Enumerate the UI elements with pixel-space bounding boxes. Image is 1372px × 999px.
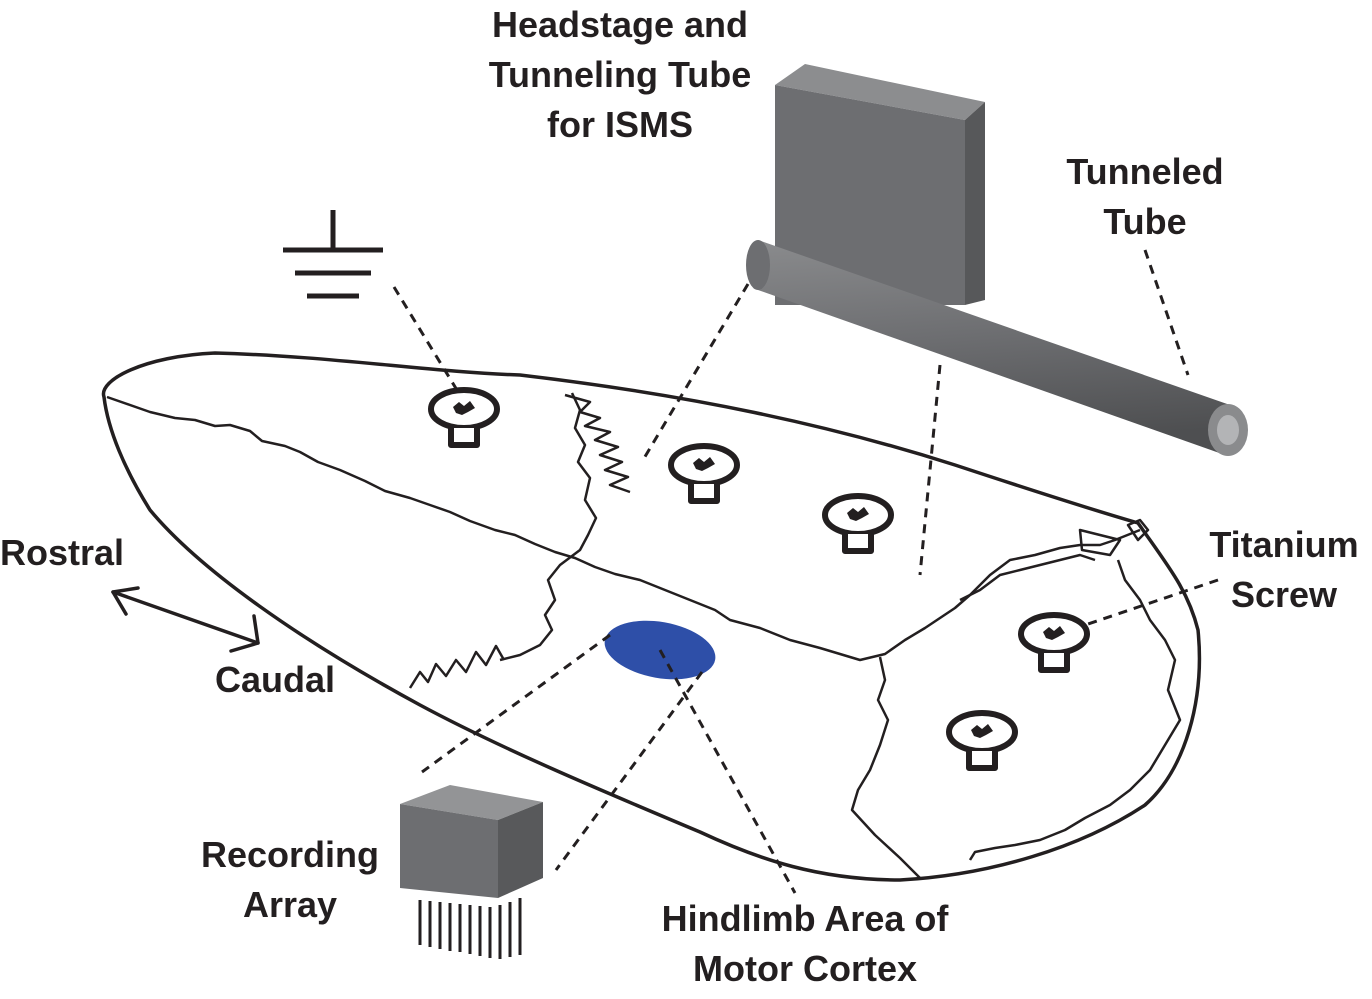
label-tunneled-tube-line1: Tunneled bbox=[1066, 151, 1224, 192]
label-recording-array: Recording Array bbox=[190, 830, 390, 930]
brain-outline bbox=[101, 351, 1202, 882]
label-recording-array-line1: Recording bbox=[200, 834, 379, 875]
label-rostral: Rostral bbox=[0, 532, 125, 573]
titanium-screw-icon bbox=[431, 390, 1087, 768]
label-hindlimb-area-line2: Motor Cortex bbox=[693, 948, 917, 989]
label-hindlimb-area-line1: Hindlimb Area of bbox=[661, 898, 949, 939]
label-headstage-line2: Tunneling Tube bbox=[488, 54, 752, 95]
label-headstage: Headstage and Tunneling Tube for ISMS bbox=[460, 0, 780, 150]
label-caudal: Caudal bbox=[215, 659, 336, 700]
label-titanium-screw: Titanium Screw bbox=[1196, 520, 1372, 620]
label-headstage-line3: for ISMS bbox=[546, 104, 693, 145]
recording-array bbox=[400, 785, 543, 959]
label-tunneled-tube-line2: Tube bbox=[1103, 201, 1187, 242]
label-titanium-screw-line1: Titanium bbox=[1209, 524, 1359, 565]
tunneled-tube bbox=[746, 240, 1248, 456]
ground-symbol-icon bbox=[283, 210, 383, 299]
brain-sulci bbox=[106, 392, 1182, 879]
label-recording-array-line2: Array bbox=[242, 884, 338, 925]
label-titanium-screw-line2: Screw bbox=[1230, 574, 1338, 615]
label-headstage-line1: Headstage and bbox=[491, 4, 749, 45]
double-arrow-icon bbox=[111, 586, 260, 653]
leader-lines bbox=[392, 249, 1219, 894]
label-tunneled-tube: Tunneled Tube bbox=[1045, 147, 1245, 247]
headstage-block bbox=[775, 64, 985, 305]
label-hindlimb-area: Hindlimb Area of Motor Cortex bbox=[635, 894, 975, 994]
